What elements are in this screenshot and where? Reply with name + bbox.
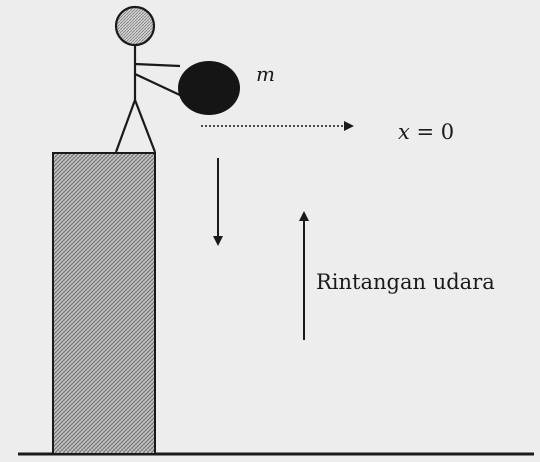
figure-upper-arm	[134, 62, 181, 68]
figure-left-leg	[114, 99, 137, 153]
mass-label: m	[256, 62, 275, 86]
ball-mass	[178, 61, 240, 115]
origin-label: x = 0	[398, 120, 454, 144]
origin-variable: x	[398, 120, 410, 144]
tower	[52, 152, 156, 455]
air-resistance-label: Rintangan udara	[316, 270, 495, 294]
stick-figure	[114, 5, 183, 153]
figure-right-leg	[133, 99, 157, 153]
origin-equation: = 0	[409, 120, 455, 144]
figure-lower-arm	[134, 73, 183, 97]
figure-head	[114, 5, 156, 47]
